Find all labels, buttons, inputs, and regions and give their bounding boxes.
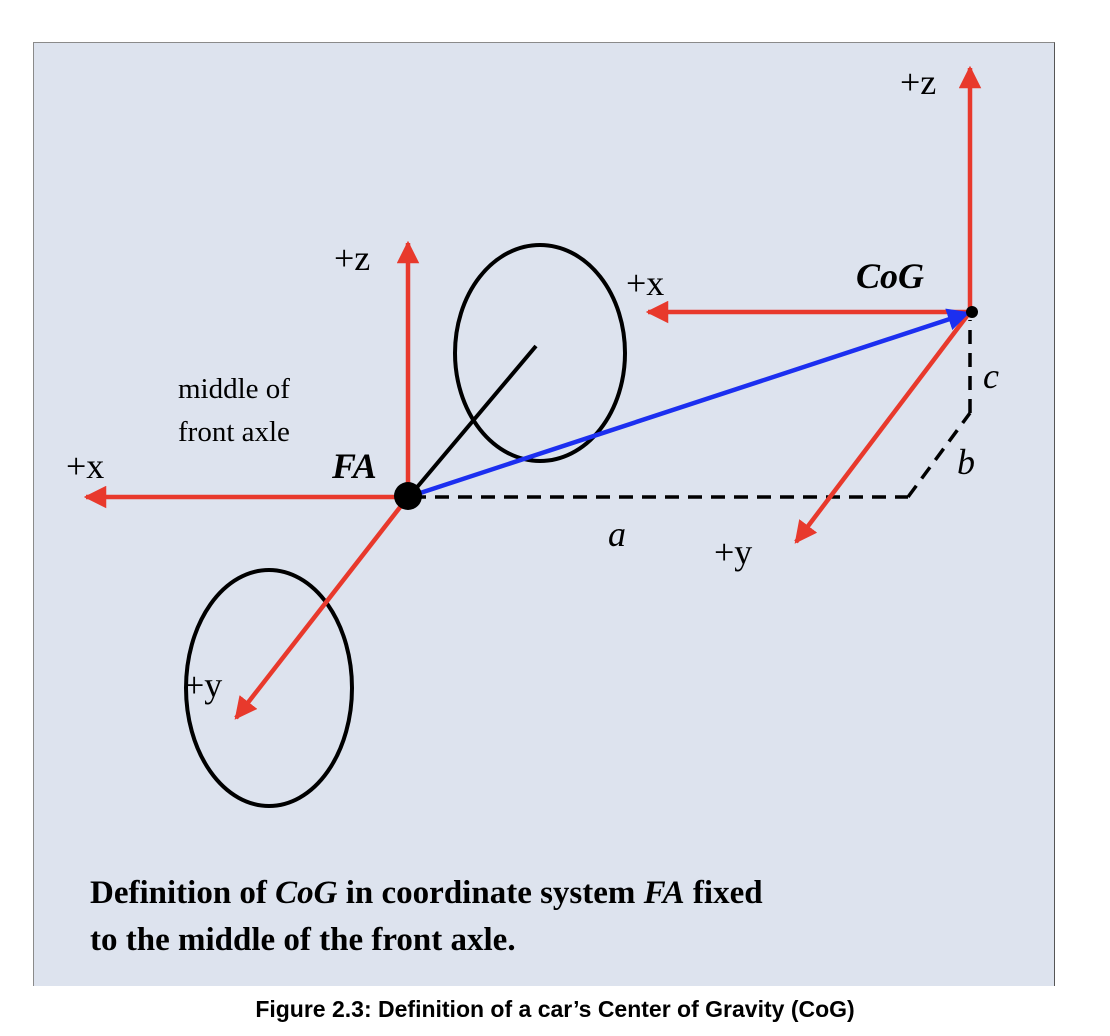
- rear-wheel-ellipse: [453, 243, 627, 463]
- definition-caption: Definition of CoG in coordinate system F…: [90, 870, 990, 964]
- cog-z-label: +z: [900, 62, 936, 102]
- dimension-c-label: c: [983, 356, 999, 396]
- definition-caption-fa: FA: [643, 875, 685, 911]
- definition-caption-part1: Definition of: [90, 875, 276, 911]
- cog-point: [966, 306, 978, 318]
- cog-x-label: +x: [626, 263, 664, 303]
- cog-y-axis-arrow: [794, 310, 972, 544]
- definition-caption-part3: fixed: [684, 875, 763, 911]
- figure-panel: [33, 42, 1055, 986]
- definition-caption-line2: to the middle of the front axle.: [90, 922, 516, 958]
- cog-y-label: +y: [714, 532, 752, 572]
- dimension-a-label: a: [608, 514, 626, 554]
- front-wheel-ellipse: [184, 568, 354, 808]
- fa-note-line1: middle of: [178, 373, 290, 405]
- definition-caption-part2: in coordinate system: [337, 875, 644, 911]
- fa-x-label: +x: [66, 446, 104, 486]
- cog-label: CoG: [856, 256, 924, 296]
- figure-caption: Figure 2.3: Definition of a car’s Center…: [255, 996, 855, 1022]
- axle-line: [406, 344, 538, 500]
- fa-origin-label: FA: [331, 446, 377, 486]
- dimension-b-label: b: [957, 442, 975, 482]
- definition-caption-cog: CoG: [275, 875, 338, 911]
- fa-to-cog-vector-arrow: [407, 308, 971, 500]
- dimension-b-dashed: [906, 411, 972, 499]
- fa-note-line2: front axle: [178, 416, 290, 448]
- fa-z-label: +z: [334, 238, 370, 278]
- fa-y-axis-arrow: [234, 495, 410, 720]
- fa-y-label: +y: [184, 665, 222, 705]
- fa-origin-point: [394, 482, 422, 510]
